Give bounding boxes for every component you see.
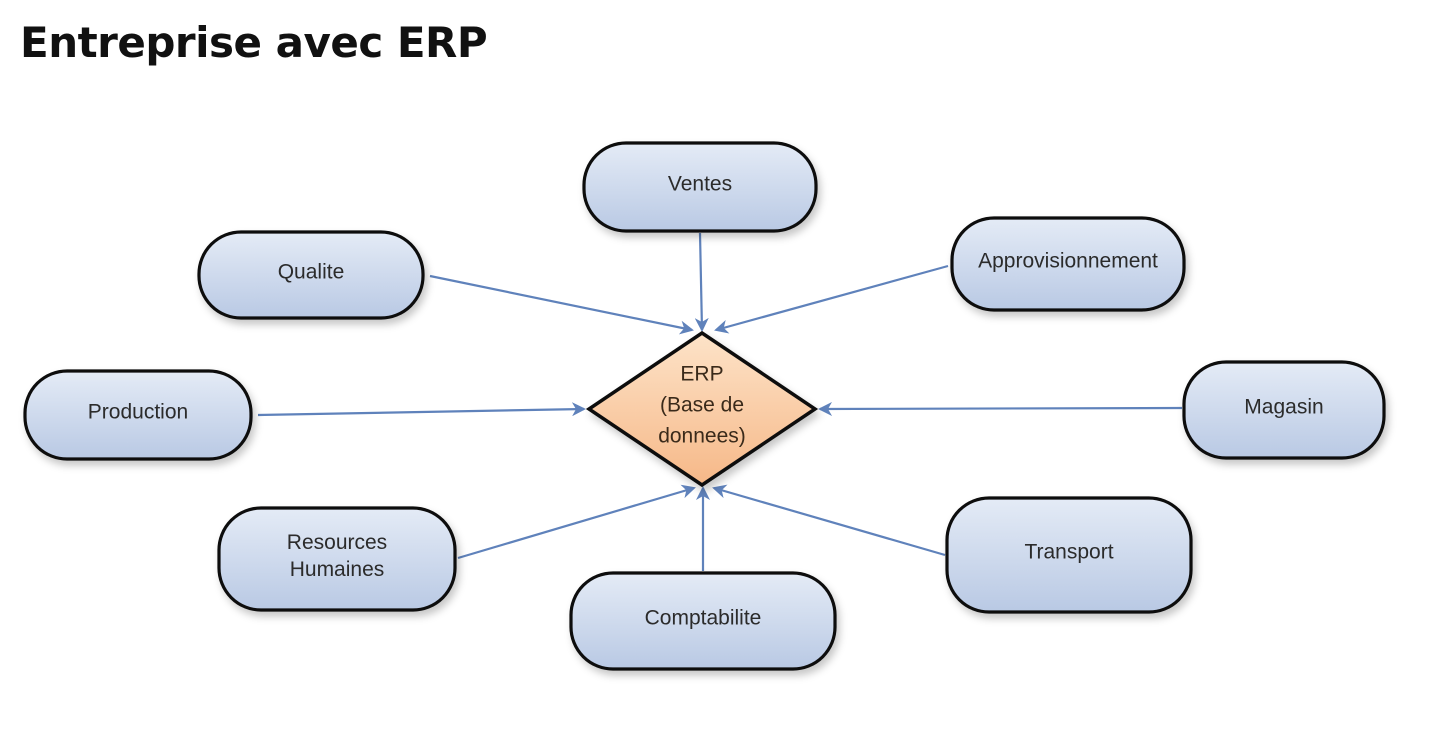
node-transport-box [945,496,1193,614]
node-production: Production [23,369,253,461]
arrow-qualite-to-erp [429,274,694,335]
erp-center-label-line-3: donnees) [658,425,746,448]
arrow-approvisionnement-to-erp [714,264,949,334]
node-approvisionnement: Approvisionnement [950,216,1186,312]
node-comptabilite-box [569,571,837,671]
node-qualite-box [197,230,425,320]
node-transport: Transport [945,496,1193,614]
node-comptabilite-label-line-1: Comptabilite [645,607,762,630]
page-title: Entreprise avec ERP [20,18,488,67]
node-production-label-line-1: Production [88,401,188,424]
erp-center: ERP (Base de donnees) [585,330,819,488]
node-qualite-label-line-1: Qualite [278,261,345,284]
node-comptabilite: Comptabilite [569,571,837,671]
erp-diamond [585,330,819,488]
erp-center-label-line-1: ERP [680,363,723,386]
node-ventes: Ventes [582,141,818,233]
node-approvisionnement-label-line-1: Approvisionnement [978,250,1158,273]
arrow-resources-humaines-to-erp [457,484,696,560]
node-magasin-label-line-1: Magasin [1244,396,1323,419]
node-ventes-label-line-1: Ventes [668,173,732,196]
node-resources-humaines-box [217,506,457,612]
node-transport-label-line-1: Transport [1024,541,1113,564]
node-resources-humaines-label-line-1: Resources [287,531,387,554]
connectors [257,232,1183,571]
node-qualite: Qualite [197,230,425,320]
node-ventes-box [582,141,818,233]
node-approvisionnement-box [950,216,1186,312]
node-magasin-box [1182,360,1386,460]
arrow-production-to-erp [257,402,586,417]
node-magasin: Magasin [1182,360,1386,460]
erp-center-label-line-2: (Base de [660,394,744,417]
node-resources-humaines-label-line-2: Humaines [290,558,385,581]
arrow-transport-to-erp [712,484,946,557]
arrow-magasin-to-erp [818,401,1183,416]
arrow-ventes-to-erp [694,232,709,332]
node-production-box [23,369,253,461]
